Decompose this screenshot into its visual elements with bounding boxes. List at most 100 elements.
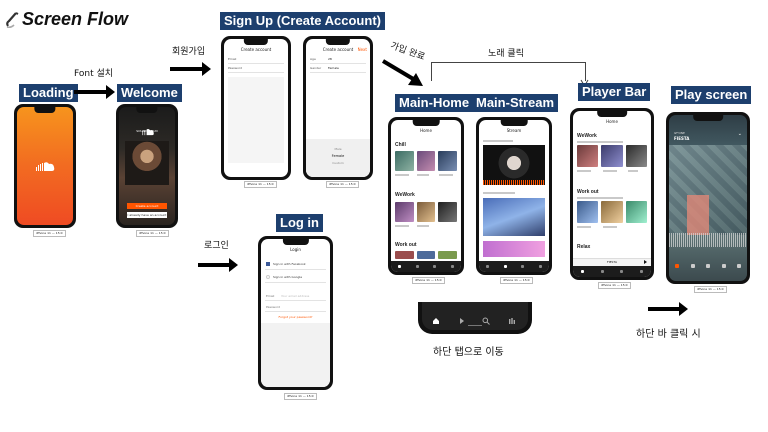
note-bottom-tab: 하단 탭으로 이동 [433, 347, 504, 358]
gender-label: Gender [310, 66, 322, 70]
close-icon[interactable]: ⌄ [737, 131, 742, 137]
arrow-signup-home [381, 58, 427, 94]
screen-label-welcome: Welcome [117, 84, 182, 102]
wework-thumbnails[interactable] [395, 202, 458, 222]
screen-label-loading: Loading [19, 84, 78, 102]
phone-caption: iPhone 11 — 15:0 [598, 282, 631, 289]
phone-login: Login Sign in with Facebook Sign in with… [258, 236, 333, 390]
stream-track-3[interactable] [483, 241, 545, 257]
home-tab-icon[interactable] [486, 265, 490, 268]
phone-caption: iPhone 11 — 15:0 [500, 277, 533, 284]
section-work-out: Work out [577, 189, 599, 195]
form-body [228, 77, 284, 163]
library-tab-icon[interactable] [538, 265, 542, 268]
tab-bar[interactable] [391, 261, 461, 272]
accent-block [687, 195, 709, 235]
soundcloud-logo-icon [141, 121, 155, 140]
section-wework: WeWork [395, 192, 415, 198]
email-input[interactable]: Your email address [281, 294, 310, 298]
nav-title: Home [420, 128, 432, 133]
arrow-welcome-signup [170, 62, 211, 76]
email-field[interactable]: Email [228, 57, 237, 61]
like-icon[interactable] [675, 264, 679, 268]
phone-caption: iPhone 11 — 15:0 [412, 277, 445, 284]
search-tab-icon[interactable] [482, 310, 490, 329]
tab-bar[interactable] [573, 266, 651, 277]
play-icon[interactable] [644, 260, 647, 264]
search-tab-icon[interactable] [521, 265, 525, 268]
gender-picker[interactable]: Male Female Custom [306, 139, 370, 177]
google-login-button[interactable]: Sign in with Google [273, 275, 303, 279]
note-song-click: 노래 클릭 [488, 49, 524, 59]
phone-main-home: Home Chill WeWork Work out [388, 117, 464, 275]
wework-thumbnails[interactable] [577, 145, 647, 167]
facebook-icon [266, 262, 270, 266]
create-account-button[interactable]: Create account [127, 203, 167, 209]
home-tab-icon[interactable] [398, 265, 402, 268]
arrow-loading-welcome [74, 85, 115, 99]
stream-tab-icon[interactable] [503, 265, 507, 268]
title-icon [5, 11, 19, 29]
sign-in-button[interactable]: I already have an account [127, 212, 167, 218]
stream-tab-icon[interactable] [600, 270, 604, 273]
library-tab-icon[interactable] [450, 265, 454, 268]
comment-icon[interactable] [690, 264, 695, 268]
bracket-song-click [431, 62, 586, 81]
player-controls[interactable] [675, 263, 741, 269]
repost-icon[interactable] [706, 264, 710, 268]
library-tab-icon[interactable] [639, 270, 643, 273]
mini-player-bar[interactable]: FIESTA [573, 258, 651, 266]
tab-bar-zoom [418, 302, 532, 334]
share-icon[interactable] [721, 264, 726, 268]
next-button[interactable]: Next [357, 47, 367, 52]
screen-label-play-screen: Play screen [671, 86, 752, 104]
workout-thumbnails[interactable] [395, 251, 458, 259]
screen-label-main-stream: Main-Stream [472, 94, 559, 112]
screen-label-login: Log in [276, 214, 323, 232]
stream-track-2[interactable] [483, 198, 545, 236]
page-title: Screen Flow [22, 9, 129, 29]
nav-title: Create account [240, 47, 272, 52]
nav-title: Home [606, 119, 618, 124]
phone-caption: iPhone 11 — 15:0 [694, 286, 727, 293]
chill-thumbnails[interactable] [395, 151, 458, 171]
phone-player-bar: Home WeWork Work out Relax FIESTA [570, 108, 654, 280]
play-title: FIESTA [674, 136, 690, 141]
workout-thumbnails[interactable] [577, 201, 647, 223]
picker-option[interactable]: Male [334, 147, 342, 151]
phone-caption: iPhone 11 — 15:0 [284, 393, 317, 400]
stream-track-1[interactable] [483, 145, 545, 185]
search-tab-icon[interactable] [433, 265, 437, 268]
more-icon[interactable] [737, 264, 741, 268]
library-tab-icon[interactable] [508, 310, 516, 329]
play-artist: IZ*ONE [674, 131, 685, 135]
waveform[interactable] [669, 233, 747, 247]
facebook-login-button[interactable]: Sign in with Facebook [273, 262, 306, 266]
soundcloud-logo-icon [36, 157, 56, 176]
tab-bar[interactable] [479, 261, 549, 272]
phone-loading [14, 104, 76, 228]
search-tab-icon[interactable] [620, 270, 624, 273]
note-font-setting: Font 설치 [74, 69, 114, 79]
nav-title: Create account [322, 47, 354, 52]
picker-option[interactable]: Custom [332, 161, 344, 165]
welcome-brand: SOUNDCLOUD [136, 129, 158, 133]
login-body [261, 323, 330, 387]
home-tab-icon[interactable] [581, 270, 585, 273]
password-field[interactable]: Password [228, 66, 243, 70]
age-field[interactable]: 28 [328, 57, 332, 61]
phone-caption: iPhone 11 — 15:0 [136, 230, 169, 237]
stream-tab-icon[interactable] [415, 265, 419, 268]
waveform[interactable] [483, 180, 545, 185]
welcome-photo [125, 141, 169, 185]
home-tab-icon[interactable] [432, 310, 440, 329]
section-chill: Chill [395, 142, 406, 148]
gender-field[interactable]: Female [328, 66, 339, 70]
picker-option-selected[interactable]: Female [331, 154, 345, 158]
note-login: 로그인 [204, 241, 229, 251]
forgot-password-link[interactable]: Forgot your password? [278, 315, 313, 319]
stream-tab-icon[interactable] [458, 310, 466, 329]
screen-label-signup: Sign Up (Create Account) [220, 12, 385, 30]
nav-title: Stream [506, 128, 522, 133]
phone-caption: iPhone 11 — 15:0 [244, 181, 277, 188]
